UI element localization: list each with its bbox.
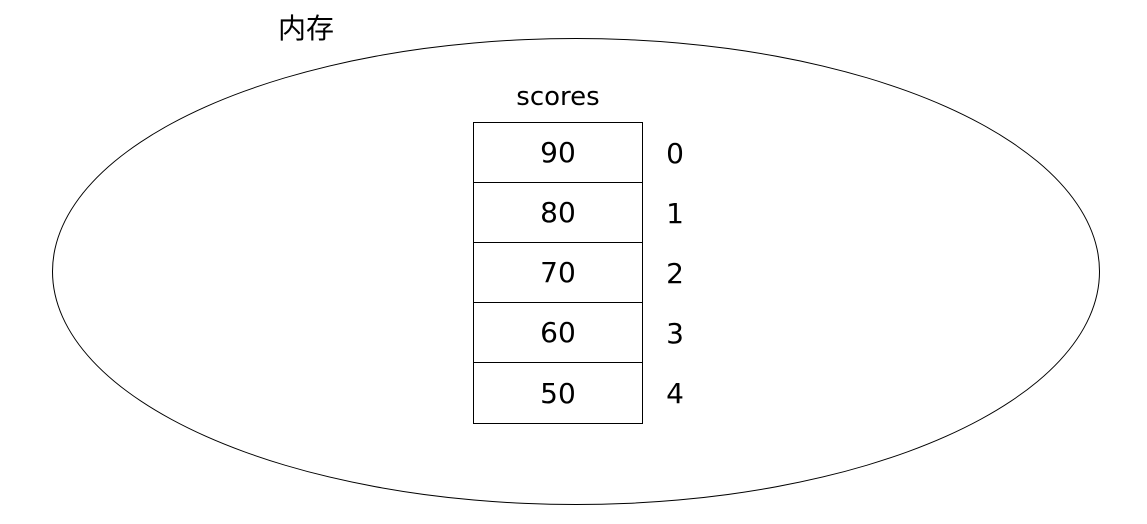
array-name-label: scores [516,82,600,112]
array-cell-value: 80 [540,196,576,229]
array-index-column: 0 1 2 3 4 [660,123,690,423]
array-cell: 70 [474,243,642,303]
array-index-label: 1 [666,196,684,230]
array-index-label: 4 [666,376,684,410]
array-cell-value: 50 [540,376,576,410]
array-cell: 60 [474,303,642,363]
array-index-label: 3 [666,316,684,350]
array-cell: 50 [474,363,642,423]
array-cell-value: 70 [540,256,576,289]
array-cell: 90 [474,123,642,183]
array-index-label: 0 [666,136,684,170]
memory-label: 内存 [278,12,335,45]
array-index-label: 2 [666,256,684,290]
array-cell: 80 [474,183,642,243]
array-box: 90 80 70 60 50 [473,122,643,424]
memory-boundary-ellipse [52,38,1100,505]
array-cell-value: 60 [540,316,576,349]
array-cell-value: 90 [540,136,576,169]
